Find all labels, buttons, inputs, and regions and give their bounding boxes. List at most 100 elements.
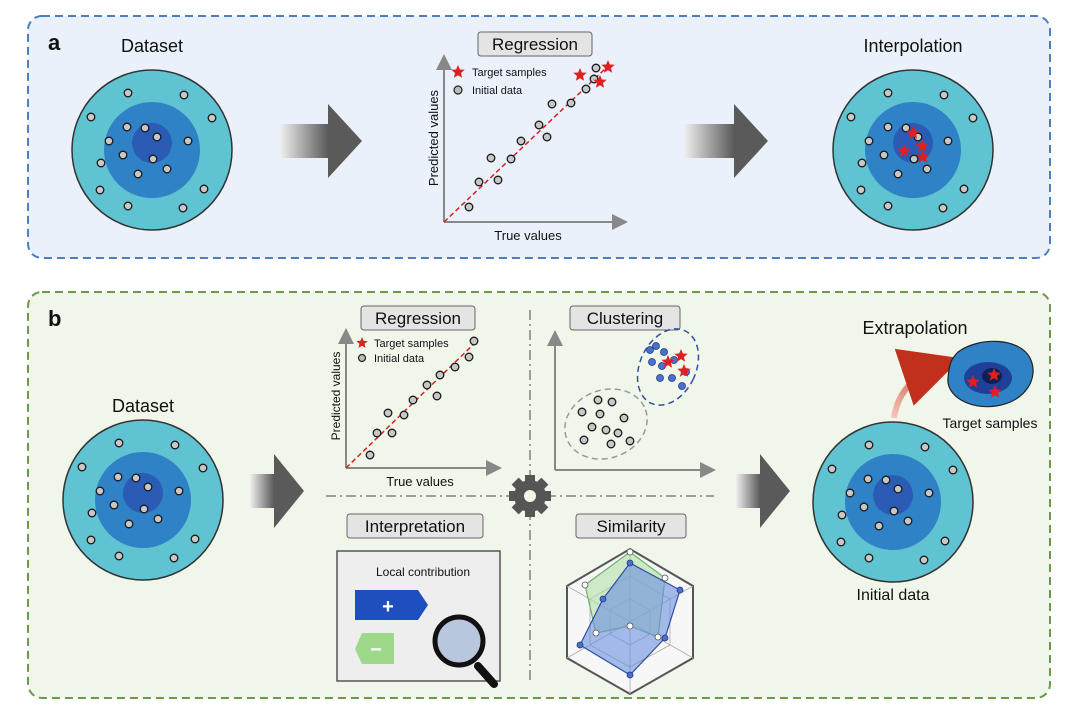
- data-point: [170, 440, 180, 450]
- target-samples-blob: [947, 340, 1034, 408]
- panel-a-arrow-1: [280, 124, 328, 158]
- data-point: [469, 336, 479, 346]
- target-star: [897, 144, 911, 157]
- data-point: [607, 397, 617, 407]
- data-point: [566, 98, 576, 108]
- panel-a-dataset-label: Dataset: [121, 36, 183, 56]
- data-point: [903, 516, 913, 526]
- data-point: [450, 362, 460, 372]
- panel-b-similarity-title: Similarity: [597, 517, 666, 536]
- data-point: [118, 150, 128, 160]
- data-point: [422, 380, 432, 390]
- data-point: [383, 408, 393, 418]
- panel-a-arrow-2: [684, 124, 734, 158]
- data-point: [856, 185, 866, 195]
- data-point: [606, 439, 616, 449]
- data-point: [827, 464, 837, 474]
- data-point: [432, 391, 442, 401]
- data-point: [183, 136, 193, 146]
- blue-point: [576, 641, 584, 649]
- target-star: [661, 355, 675, 368]
- panel-a-xlabel: True values: [494, 228, 562, 243]
- panel-b-ylabel: Predicted values: [329, 352, 343, 441]
- negative-contribution-bar: [355, 633, 394, 664]
- panel-a-interp-points: [846, 88, 978, 213]
- panel-b-clustering-title-box: [569, 305, 681, 331]
- data-point: [924, 488, 934, 498]
- data-point: [619, 413, 629, 423]
- blue-point: [626, 671, 634, 679]
- data-point: [86, 535, 96, 545]
- target-star: [601, 60, 615, 73]
- panel-b-legend: Target samples Initial data: [356, 337, 449, 365]
- target-star: [906, 126, 920, 139]
- initial-data-label: Initial data: [857, 587, 930, 604]
- data-point: [435, 370, 445, 380]
- data-point: [864, 136, 874, 146]
- green-vertex: [654, 633, 662, 641]
- panel-b-arrow-1: [250, 474, 274, 508]
- data-point: [139, 504, 149, 514]
- data-point: [595, 409, 605, 419]
- panel-a-legend-initial: Initial data: [472, 85, 523, 97]
- data-point: [207, 113, 217, 123]
- green-vertex: [626, 548, 634, 556]
- extrapolation-initial-points: [827, 440, 958, 565]
- local-contribution-label: Local contribution: [376, 565, 470, 579]
- data-point: [96, 158, 106, 168]
- panel-a-fit-line: [443, 67, 607, 223]
- panel-a-legend-target: Target samples: [472, 67, 547, 79]
- data-point: [542, 132, 552, 142]
- target-star: [677, 364, 691, 377]
- target-star: [966, 375, 980, 388]
- data-point: [587, 422, 597, 432]
- target-samples-stars: [966, 368, 1002, 398]
- data-point: [77, 462, 87, 472]
- blue-point: [661, 634, 669, 642]
- data-point: [104, 136, 114, 146]
- blue-point: [668, 374, 676, 382]
- panel-b-dataset-circle: [62, 419, 224, 581]
- green-vertex: [626, 622, 634, 630]
- panel-b-regression-title: Regression: [375, 309, 461, 328]
- data-point: [893, 169, 903, 179]
- data-point: [114, 551, 124, 561]
- panel-a-regression-title-box: [477, 31, 593, 57]
- panel-a-interp-stars: [897, 126, 930, 163]
- data-point: [940, 536, 950, 546]
- panel-b-interpretation-title-box: [346, 513, 484, 539]
- positive-contribution-bar: [355, 590, 428, 620]
- panel-b-extrapolation-label: Extrapolation: [862, 318, 967, 338]
- data-point: [365, 450, 375, 460]
- data-point: [577, 407, 587, 417]
- panel-b-arrow-2: [736, 474, 760, 508]
- data-point: [889, 506, 899, 516]
- data-point: [399, 410, 409, 420]
- blue-point: [660, 348, 668, 356]
- data-point: [143, 482, 153, 492]
- data-point: [179, 90, 189, 100]
- blue-point: [676, 586, 684, 594]
- panel-b-letter: b: [48, 306, 61, 331]
- extrapolation-curved-arrow: [891, 348, 962, 419]
- target-samples-label: Target samples: [943, 415, 1038, 431]
- panel-b-arrow-2-head: [760, 454, 790, 528]
- cluster-target-stars: [661, 349, 691, 377]
- panel-b-legend-initial: Initial data: [374, 353, 425, 365]
- data-point: [162, 164, 172, 174]
- data-point: [859, 502, 869, 512]
- panel-a-dataset-points: [86, 88, 217, 213]
- data-point: [593, 395, 603, 405]
- data-point: [901, 123, 911, 133]
- green-vertex: [661, 574, 669, 582]
- data-point: [486, 153, 496, 163]
- data-point: [87, 508, 97, 518]
- data-point: [579, 435, 589, 445]
- green-vertex: [592, 629, 600, 637]
- minus-sign: −: [370, 639, 382, 661]
- data-point: [140, 123, 150, 133]
- data-point: [920, 442, 930, 452]
- data-point: [864, 440, 874, 450]
- data-point: [148, 154, 158, 164]
- data-point: [857, 158, 867, 168]
